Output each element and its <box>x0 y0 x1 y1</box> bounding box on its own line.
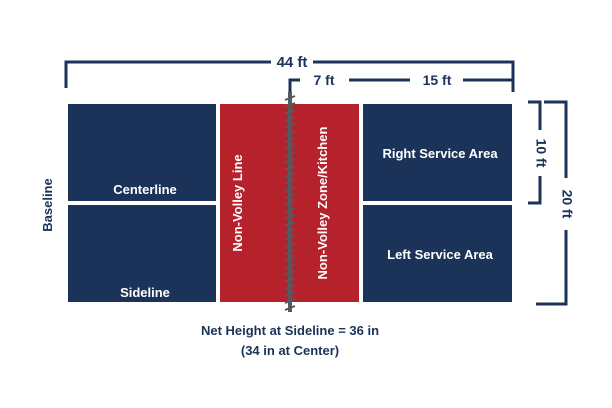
net-hatch-stroke <box>284 228 296 234</box>
net-hatch-stroke <box>284 172 296 178</box>
dim-kitchen-left-bracket <box>288 78 300 92</box>
dimension-kitchen-service <box>288 78 515 92</box>
net-hatch-stroke <box>284 151 296 157</box>
left-non-volley-zone <box>220 104 288 302</box>
left-lower-service-box <box>68 205 216 302</box>
net-hatch-stroke <box>284 256 296 262</box>
net-hatch-stroke <box>284 207 296 213</box>
dim-service-right-bracket <box>463 78 515 92</box>
net-height-note-line2: (34 in at Center) <box>241 343 339 358</box>
net-hatch-stroke <box>284 165 296 171</box>
dim-service-width-label: 10 ft <box>533 139 549 168</box>
dimension-service-width <box>528 100 542 205</box>
net-hatch-stroke <box>284 186 296 192</box>
dim-service-width-bottom <box>528 176 542 205</box>
net-hatch-stroke <box>284 270 296 276</box>
right-service-box <box>363 104 512 201</box>
dim-total-right-bracket <box>313 60 515 88</box>
left-upper-service-box <box>68 104 216 201</box>
dim-service-length-label: 15 ft <box>423 72 452 88</box>
net-hatch-stroke <box>284 263 296 269</box>
net-hatch-stroke <box>284 123 296 129</box>
dim-court-width-top <box>544 100 568 178</box>
net-hatch-stroke <box>284 249 296 255</box>
sideline-label: Sideline <box>120 285 170 300</box>
net-hatch-stroke <box>284 144 296 150</box>
right-service-area-label: Right Service Area <box>382 146 498 161</box>
net-hatch-stroke <box>284 291 296 297</box>
net-hatching <box>284 95 296 311</box>
net-hatch-stroke <box>284 137 296 143</box>
left-service-area-label: Left Service Area <box>387 247 494 262</box>
dimension-court-width <box>536 100 568 306</box>
dim-total-left-bracket <box>64 60 271 88</box>
net-hatch-stroke <box>284 298 296 304</box>
net-hatch-stroke <box>284 109 296 115</box>
net-hatch-stroke <box>284 193 296 199</box>
baseline-label: Baseline <box>40 178 55 231</box>
net-height-note-line1: Net Height at Sideline = 36 in <box>201 323 379 338</box>
net <box>284 92 296 312</box>
non-volley-zone-label: Non-Volley Zone/Kitchen <box>315 127 330 280</box>
dim-total-length-label: 44 ft <box>277 54 308 71</box>
dim-kitchen-length-label: 7 ft <box>314 72 335 88</box>
net-hatch-stroke <box>284 214 296 220</box>
net-hatch-stroke <box>284 102 296 108</box>
net-hatch-stroke <box>284 116 296 122</box>
net-hatch-stroke <box>284 221 296 227</box>
dim-court-width-bottom <box>536 230 568 306</box>
centerline-label: Centerline <box>113 182 177 197</box>
net-hatch-stroke <box>284 277 296 283</box>
right-non-volley-zone <box>292 104 359 302</box>
dim-service-width-top <box>528 100 542 130</box>
net-hatch-stroke <box>284 179 296 185</box>
non-volley-line-label: Non-Volley Line <box>230 154 245 251</box>
net-hatch-stroke <box>284 284 296 290</box>
net-hatch-stroke <box>284 95 296 101</box>
net-hatch-stroke <box>284 200 296 206</box>
net-hatch-stroke <box>284 235 296 241</box>
net-hatch-stroke <box>284 130 296 136</box>
net-hatch-stroke <box>284 158 296 164</box>
net-hatch-stroke <box>284 242 296 248</box>
net-hatch-stroke <box>284 305 296 311</box>
left-service-box <box>363 205 512 302</box>
dim-court-width-label: 20 ft <box>559 190 575 219</box>
